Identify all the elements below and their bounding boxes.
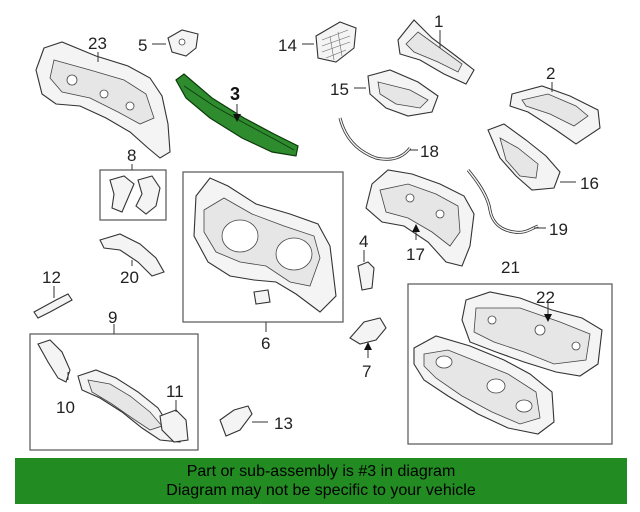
part-16-bracket[interactable] — [487, 123, 576, 191]
callout-16: 16 — [580, 174, 599, 193]
part-7-bracket[interactable] — [349, 317, 387, 358]
callout-4: 4 — [359, 232, 368, 251]
callout-19: 19 — [549, 220, 568, 239]
part-15-panel[interactable] — [354, 69, 439, 117]
part-11-bracket[interactable] — [159, 400, 189, 443]
callout-2: 2 — [546, 64, 555, 83]
part-19-cable[interactable] — [466, 169, 546, 234]
part-10-reinforcement[interactable] — [37, 339, 71, 383]
callout-7: 7 — [362, 362, 371, 381]
callout-21: 21 — [501, 258, 520, 277]
box-8 — [99, 169, 167, 221]
callout-17: 17 — [406, 245, 425, 264]
box-6 — [182, 171, 344, 323]
callout-3: 3 — [230, 84, 240, 104]
part-18-hose[interactable] — [338, 117, 418, 161]
box-21 — [407, 283, 613, 445]
callout-8: 8 — [127, 146, 136, 165]
callout-6: 6 — [261, 334, 270, 353]
part-13-bracket[interactable] — [219, 405, 268, 437]
part-1-cowl-top[interactable] — [397, 19, 475, 85]
part-14-grille[interactable] — [302, 21, 357, 63]
callout-13: 13 — [274, 414, 293, 433]
part-22-insulator[interactable] — [461, 291, 603, 377]
callout-23: 23 — [88, 34, 107, 53]
part-21-insulator-assy[interactable] — [413, 335, 555, 435]
part-12-strip[interactable] — [33, 286, 73, 319]
part-8-brackets[interactable] — [109, 164, 161, 215]
footer-banner: Part or sub-assembly is #3 in diagram Di… — [15, 458, 627, 504]
footer-line-1: Part or sub-assembly is #3 in diagram — [186, 463, 456, 480]
callout-1: 1 — [434, 12, 443, 31]
part-6-dash-panel[interactable] — [193, 177, 337, 332]
callout-22: 22 — [536, 288, 555, 307]
part-3-cowl-panel[interactable] — [175, 73, 299, 157]
part-5-bracket[interactable] — [152, 29, 199, 57]
callout-10: 10 — [56, 398, 75, 417]
callout-5: 5 — [138, 36, 147, 55]
callout-14: 14 — [278, 36, 297, 55]
callout-18: 18 — [420, 142, 439, 161]
part-4-clip[interactable] — [357, 250, 375, 291]
callout-9: 9 — [108, 308, 117, 327]
part-2-cowl-side[interactable] — [509, 82, 601, 145]
callout-15: 15 — [330, 80, 349, 99]
part-9-brace[interactable] — [77, 324, 185, 443]
callout-20: 20 — [120, 268, 139, 287]
part-17-panel[interactable] — [365, 169, 475, 267]
callout-11: 11 — [166, 382, 184, 401]
part-23-dash-panel[interactable] — [35, 41, 171, 159]
callout-12: 12 — [42, 268, 61, 287]
footer-line-2: Diagram may not be specific to your vehi… — [166, 482, 476, 499]
part-20-bracket[interactable] — [99, 233, 165, 277]
